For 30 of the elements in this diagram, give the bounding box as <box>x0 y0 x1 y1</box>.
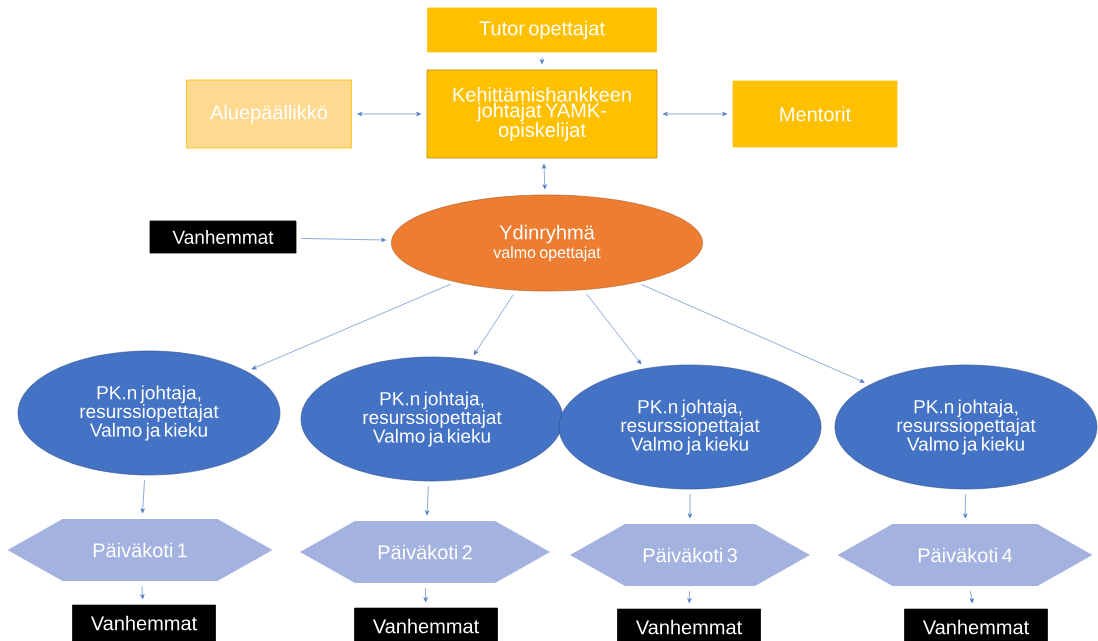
parent-box: Vanhemmat <box>149 220 297 254</box>
arrow <box>542 163 547 190</box>
role-box: Aluepäällikkö <box>186 79 352 149</box>
parent-box: Vanhemmat <box>72 604 216 641</box>
daycare-hexagon: Päiväkoti 1 <box>7 519 273 581</box>
arrow <box>687 494 693 519</box>
arrow <box>140 479 145 514</box>
parent-box: Vanhemmat <box>904 608 1048 641</box>
arrow <box>586 293 642 365</box>
arrow <box>963 494 968 519</box>
role-box: Tutor opettajat <box>427 7 657 53</box>
role-box: Kehittämishankkeen johtajat YAMK-opiskelijat <box>426 69 658 159</box>
arrow <box>301 237 386 243</box>
arrow <box>140 585 145 600</box>
role-box: Mentorit <box>732 80 898 148</box>
arrow <box>357 111 422 117</box>
daycare-hexagon: Päiväkoti 3 <box>570 524 810 586</box>
arrow <box>687 590 692 604</box>
arrow <box>423 587 428 603</box>
daycare-hexagon: Päiväkoti 2 <box>300 521 550 583</box>
arrow <box>662 111 728 117</box>
daycare-hexagon: Päiväkoti 4 <box>837 524 1093 586</box>
arrow <box>251 283 452 370</box>
arrow <box>969 590 974 604</box>
parent-box: Vanhemmat <box>617 608 761 641</box>
arrow <box>425 485 430 516</box>
parent-box: Vanhemmat <box>354 607 498 641</box>
arrow <box>539 57 545 65</box>
arrow <box>641 284 865 383</box>
arrow <box>473 294 514 355</box>
